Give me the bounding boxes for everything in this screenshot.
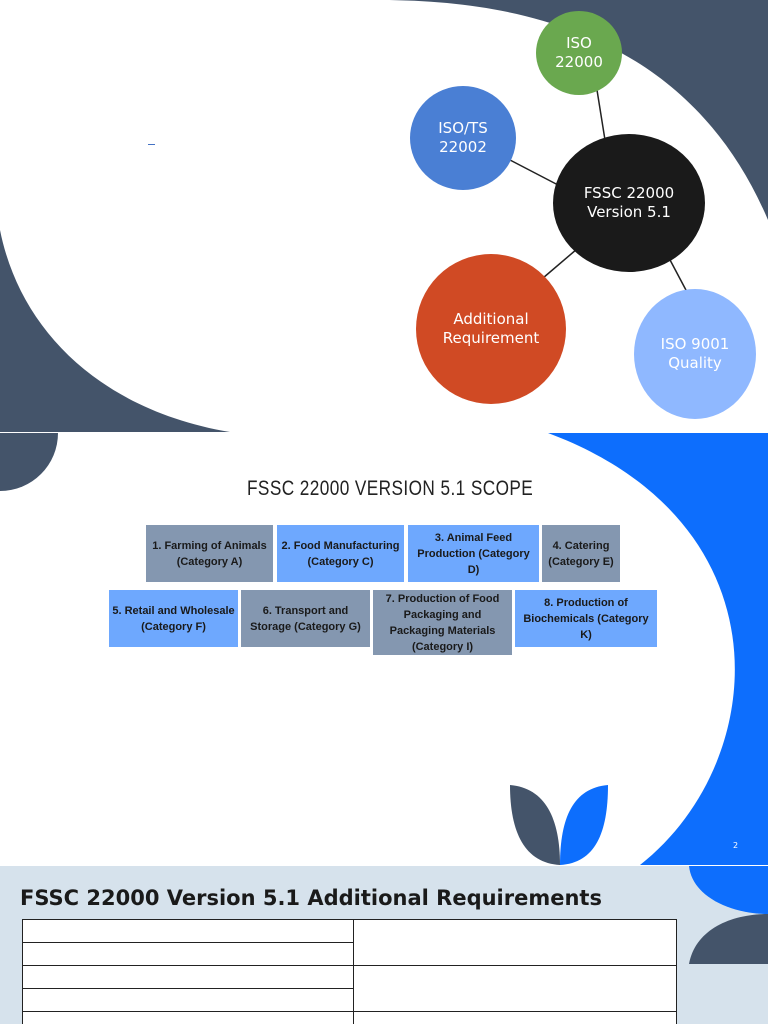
table-cell xyxy=(353,1011,677,1024)
scope-cell-category-f: 5. Retail and Wholesale (Category F) xyxy=(109,590,238,647)
fssc-22000-center-circle: FSSC 22000 Version 5.1 xyxy=(553,134,705,272)
additional-requirements-title: FSSC 22000 Version 5.1 Additional Requir… xyxy=(20,886,602,910)
slide-3-background-shapes xyxy=(689,866,768,964)
slide-1-standards-diagram: ISO 22000 ISO/TS 22002 FSSC 22000 Versio… xyxy=(0,0,768,432)
scope-cell-category-a: 1. Farming of Animals (Category A) xyxy=(146,525,273,582)
table-row xyxy=(22,1011,677,1024)
additional-requirements-table xyxy=(22,919,677,1024)
iso-22000-label: ISO 22000 xyxy=(555,34,603,71)
slide-3-additional-requirements: FSSC 22000 Version 5.1 Additional Requir… xyxy=(0,866,768,1024)
additional-requirement-circle: Additional Requirement xyxy=(416,254,566,404)
page-number: 2 xyxy=(733,841,739,850)
table-cell xyxy=(22,965,354,989)
table-cell xyxy=(353,965,677,1012)
table-cell xyxy=(22,942,354,966)
scope-title: FSSC 22000 VERSION 5.1 SCOPE xyxy=(247,477,534,500)
scope-cell-category-d: 3. Animal Feed Production (Category D) xyxy=(408,525,539,582)
iso-ts-22002-circle: ISO/TS 22002 xyxy=(410,86,516,190)
scope-cell-category-c: 2. Food Manufacturing (Category C) xyxy=(277,525,404,582)
fssc-22000-label: FSSC 22000 Version 5.1 xyxy=(583,184,675,221)
iso-9001-label: ISO 9001 Quality xyxy=(660,335,730,372)
slide-2-background-shapes xyxy=(0,433,768,865)
table-row xyxy=(22,965,677,1012)
scope-cell-category-g: 6. Transport and Storage (Category G) xyxy=(241,590,370,647)
scope-cell-category-e: 4. Catering (Category E) xyxy=(542,525,620,582)
table-cell xyxy=(353,919,677,966)
scope-cell-category-k: 8. Production of Biochemicals (Category … xyxy=(515,590,657,647)
table-cell xyxy=(22,919,354,943)
iso-9001-circle: ISO 9001 Quality xyxy=(634,289,756,419)
table-row xyxy=(22,919,677,966)
slide-2-scope: FSSC 22000 VERSION 5.1 SCOPE 1. Farming … xyxy=(0,433,768,865)
scope-cell-category-i: 7. Production of Food Packaging and Pack… xyxy=(373,590,512,655)
table-cell xyxy=(22,988,354,1012)
small-dash-mark xyxy=(148,144,155,145)
iso-22000-circle: ISO 22000 xyxy=(536,11,622,95)
additional-requirement-label: Additional Requirement xyxy=(442,310,540,347)
slide-1-background-shapes xyxy=(0,0,768,432)
iso-ts-22002-label: ISO/TS 22002 xyxy=(438,119,488,156)
table-cell xyxy=(22,1011,354,1024)
